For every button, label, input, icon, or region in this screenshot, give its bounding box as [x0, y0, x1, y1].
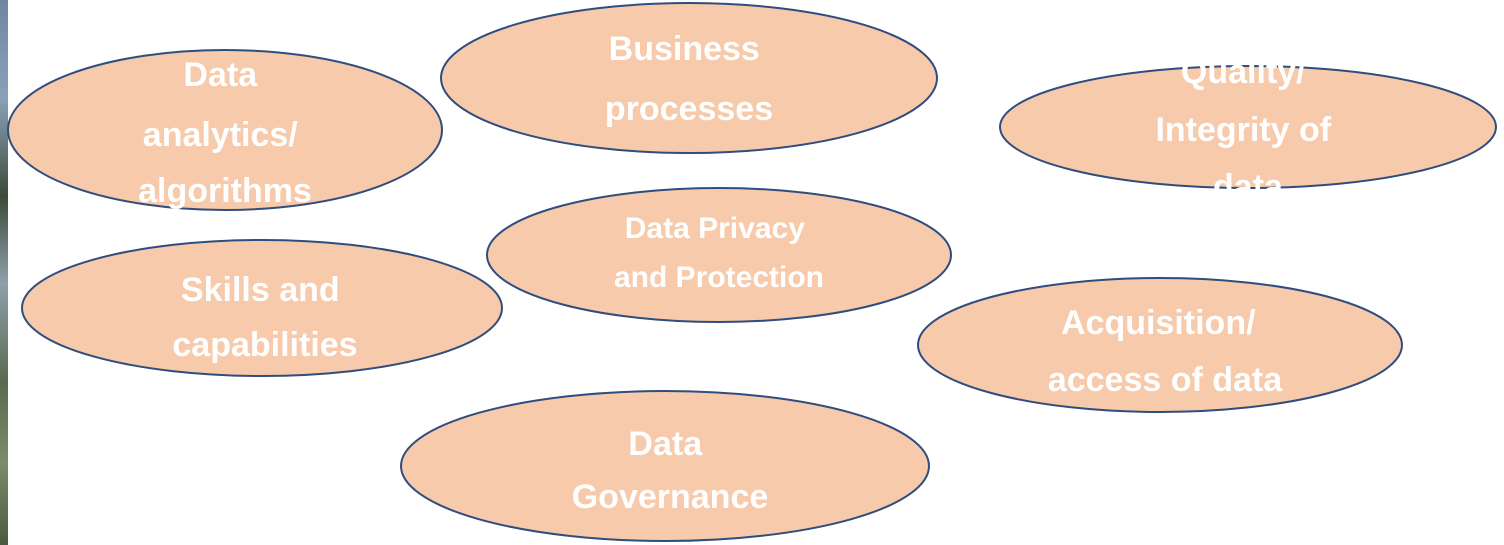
bubble-line: Skills and: [181, 271, 340, 309]
svg-text:Business processes: Business processes: [605, 30, 773, 128]
bubble-data-analytics-algorithms: Data analytics/ algorithms: [7, 49, 443, 211]
bubble-line: access of data: [1048, 361, 1283, 399]
bubble-line: algorithms: [138, 172, 312, 210]
bubble-line: Governance: [572, 478, 769, 516]
svg-text:Acquisition/ access of d: Acquisition/ access of data: [1048, 304, 1283, 399]
bubble-skills-and-capabilities: Skills and capabilities: [21, 239, 503, 377]
bubble-line: Integrity of: [1155, 111, 1331, 149]
bubble-data-privacy-and-protection: Data Privacy and Protection: [486, 187, 952, 323]
bubble-data-governance: Data Governance: [400, 390, 930, 542]
bubble-line: Data: [183, 56, 258, 94]
svg-text:Data analytics/ al: Data analytics/ algorithms: [138, 56, 312, 210]
bubble-quality-integrity-of-data: Quality/ Integrity of data: [999, 53, 1497, 206]
bubble-business-processes: Business processes: [440, 2, 938, 154]
bubble-line: processes: [605, 90, 773, 128]
bubble-acquisition-access-of-data: Acquisition/ access of data: [917, 277, 1403, 413]
bubble-line: Quality/: [1181, 53, 1306, 91]
bubble-line: Data Privacy: [625, 212, 805, 245]
bubble-line: capabilities: [172, 326, 357, 364]
svg-text:Data Governance: Data Governance: [572, 425, 769, 516]
svg-text:Skills and capabilities: Skills and capabilities: [172, 271, 357, 364]
bubble-line: data: [1213, 168, 1284, 206]
bubble-line: and Protection: [614, 261, 824, 294]
svg-text:Quality/ Integrity of: Quality/ Integrity of data: [1155, 53, 1340, 206]
left-edge-photo-strip: [0, 0, 8, 545]
bubble-line: Data: [628, 425, 703, 463]
bubble-line: Business: [609, 30, 760, 68]
svg-text:Data Privacy and Protect: Data Privacy and Protection: [614, 212, 824, 294]
bubble-line: Acquisition/: [1061, 304, 1256, 342]
bubble-line: analytics/: [143, 116, 299, 154]
